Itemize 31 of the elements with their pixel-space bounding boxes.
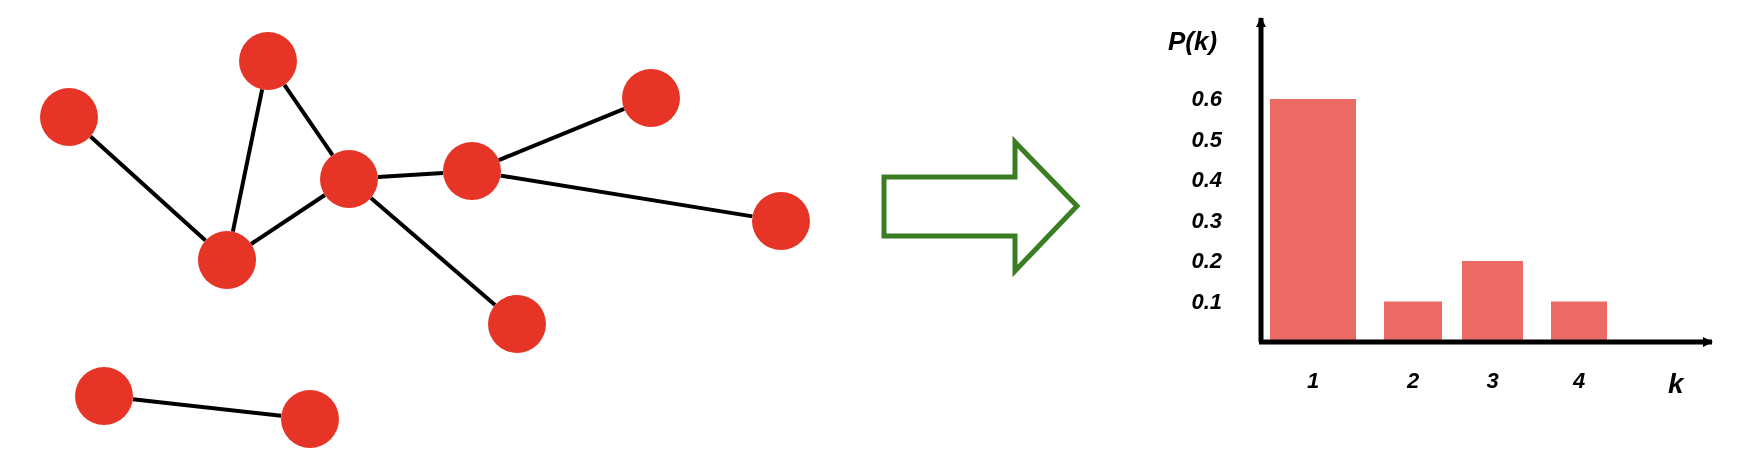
graph-node-circle [198, 231, 256, 289]
edge-line [230, 89, 265, 232]
edge-line [89, 134, 207, 243]
graph-node-circle [75, 367, 133, 425]
tick-label: 0.5 [1191, 126, 1222, 153]
tick-label: 0.2 [1191, 248, 1222, 274]
graph-node-circle [622, 69, 680, 127]
category-label: 4 [1572, 368, 1586, 394]
axis-label: P(k) [1168, 26, 1218, 57]
category-label: 2 [1406, 368, 1420, 394]
graph-node-circle [239, 32, 297, 90]
edge-line [369, 196, 497, 307]
category-label: 1 [1306, 368, 1320, 394]
edge-line [498, 107, 625, 162]
graph-node-circle [40, 88, 98, 146]
category-label: 3 [1486, 368, 1499, 394]
graph-node-circle [752, 192, 810, 250]
axis-label: k [1668, 368, 1684, 400]
tick-label: 0.6 [1191, 86, 1222, 112]
edge-line [282, 83, 335, 157]
tick-label: 0.3 [1191, 207, 1222, 234]
edge-line [500, 173, 753, 219]
graph-node-circle [281, 390, 339, 448]
edge-line [377, 170, 444, 180]
tick-label: 0.1 [1191, 288, 1222, 315]
edge-line [250, 193, 326, 246]
edge-line [132, 397, 282, 418]
graph-node-circle [320, 150, 378, 208]
graph-node-circle [488, 295, 546, 353]
graph-node-circle [443, 142, 501, 200]
tick-label: 0.4 [1191, 167, 1222, 193]
